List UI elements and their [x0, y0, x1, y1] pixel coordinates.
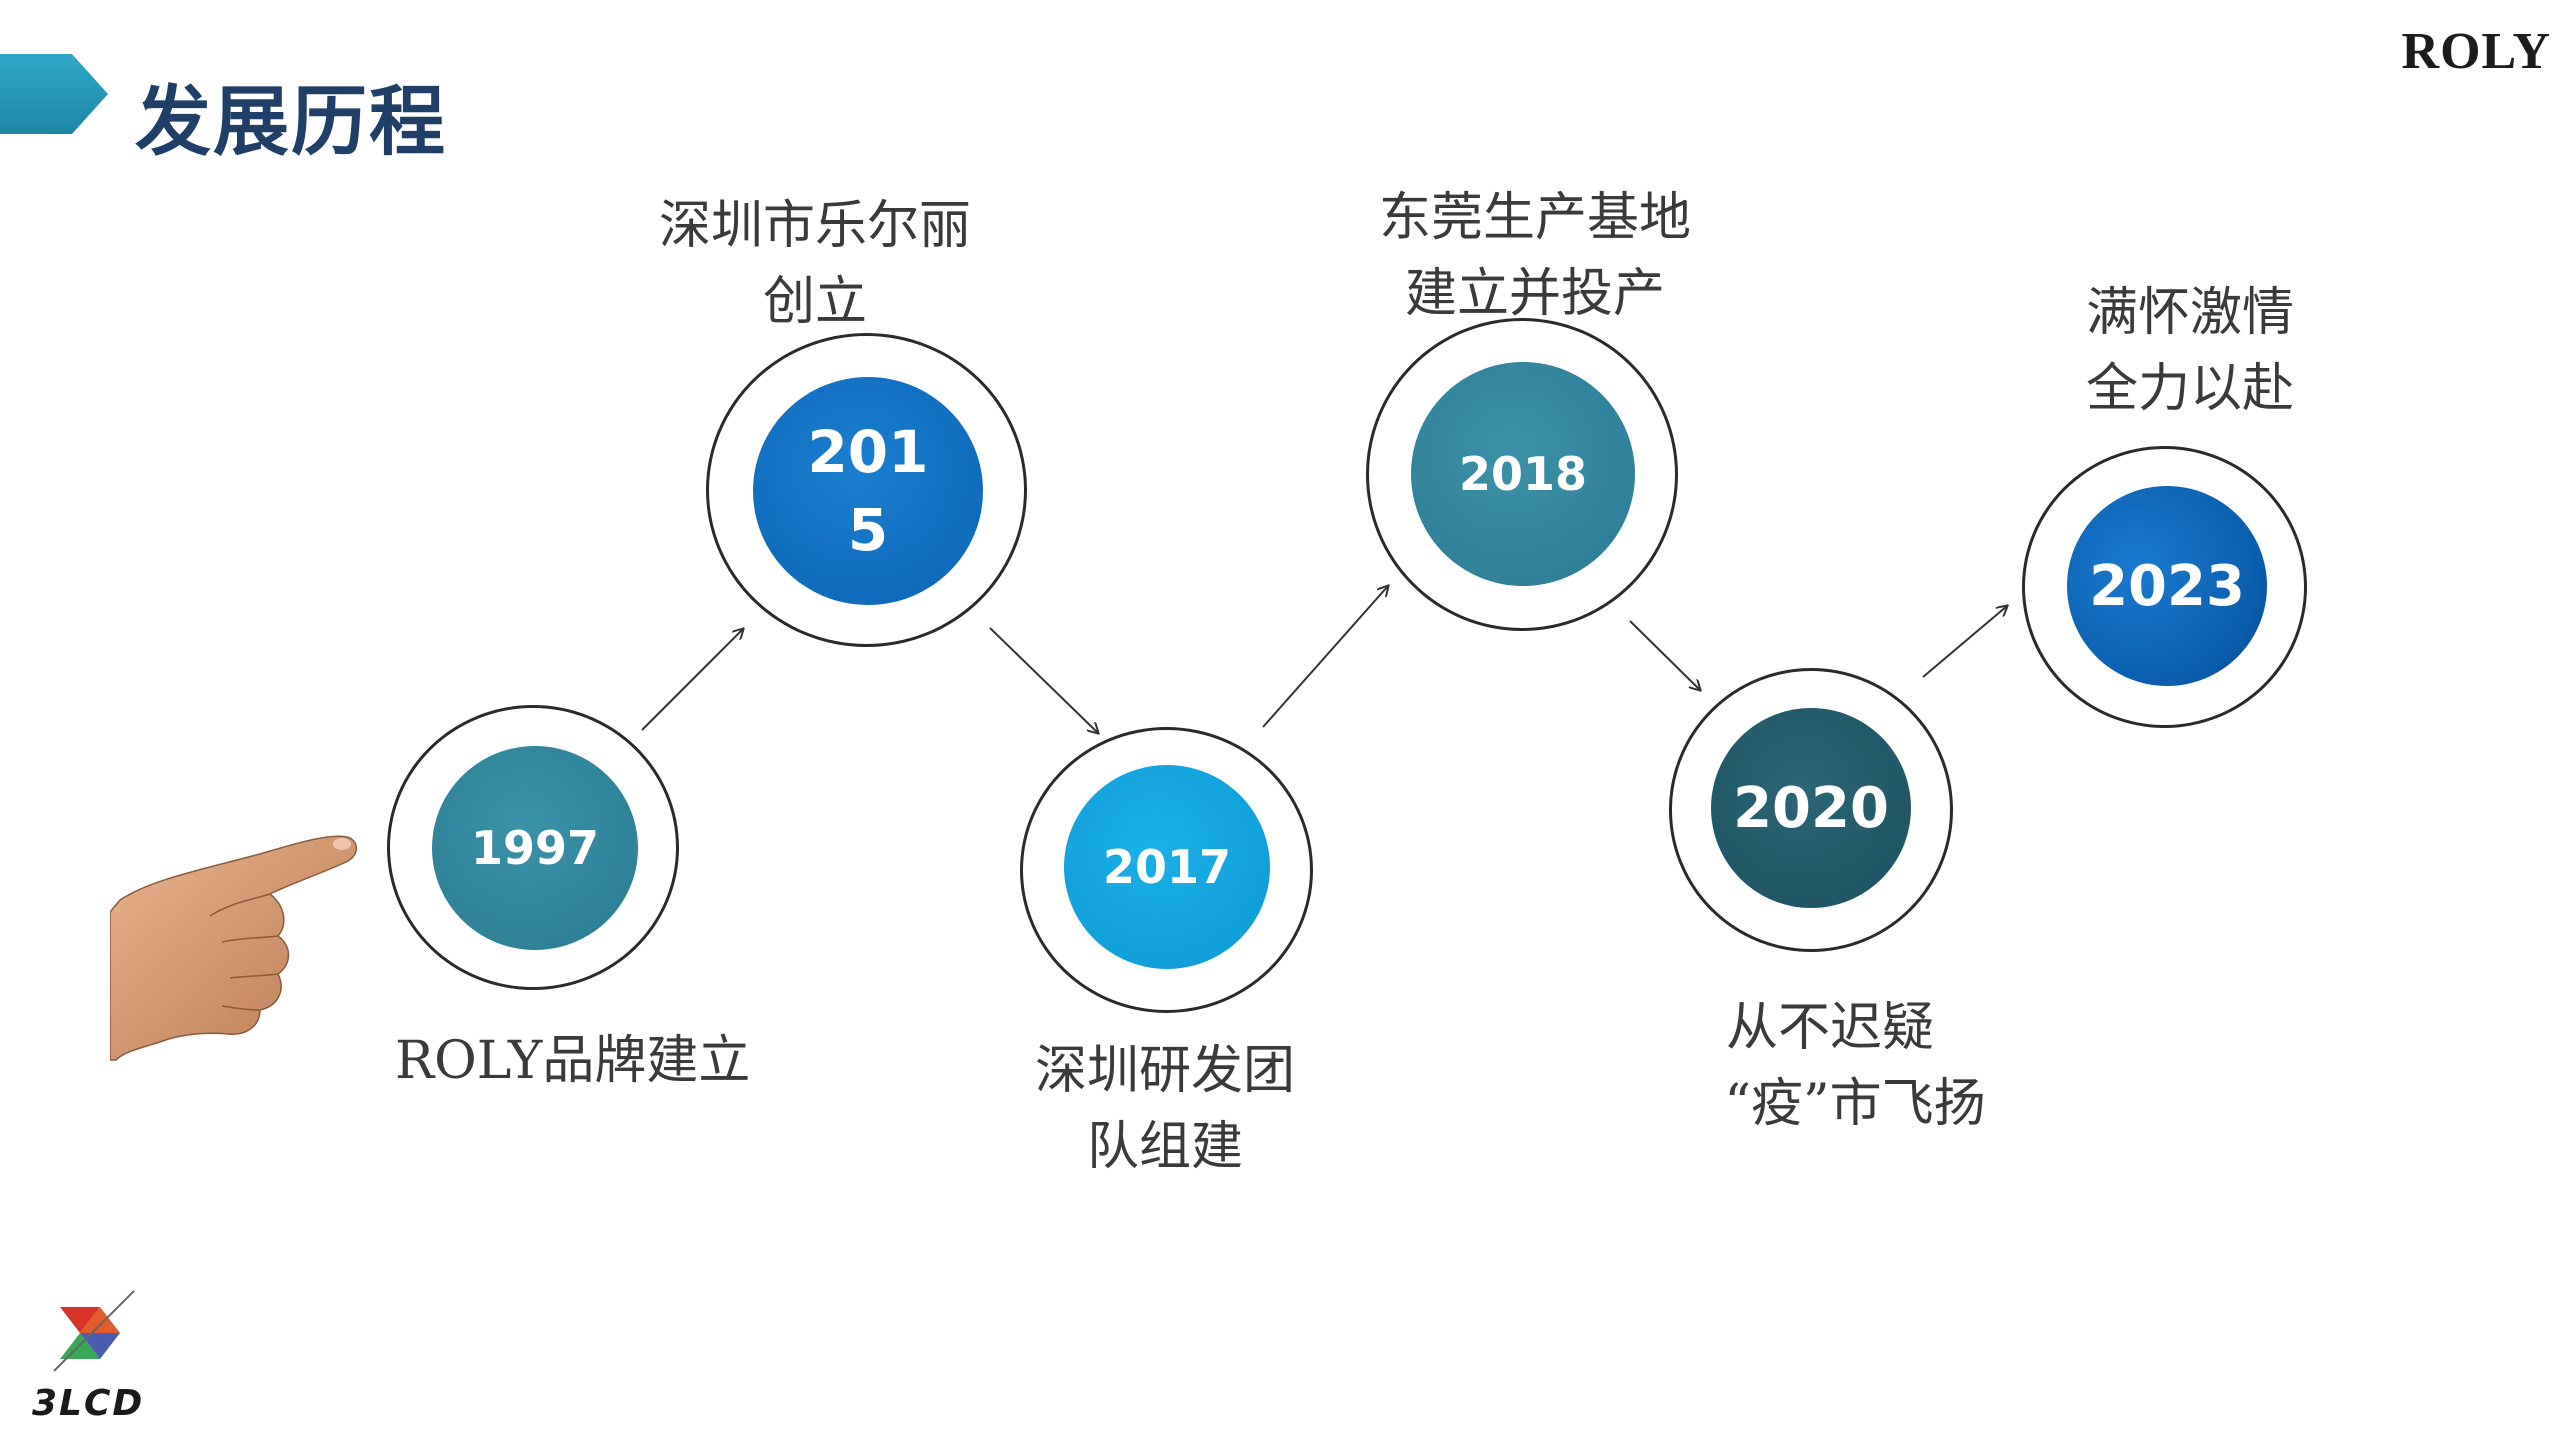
caption-2023: 满怀激情 全力以赴 [2085, 283, 2294, 419]
title-chevron-tab-icon [0, 54, 108, 134]
arrow-icon [1922, 606, 2007, 678]
year-badge: 2023 [2067, 486, 2267, 686]
caption-2017: 深圳研发团 队组建 [1034, 1041, 1295, 1177]
page-title: 发展历程 [135, 77, 447, 166]
arrow-icon [1629, 620, 1700, 690]
year-badge: 201 5 [753, 377, 983, 605]
year-badge: 2017 [1064, 765, 1270, 969]
caption-2020: 从不迟疑 “疫”市飞扬 [1724, 998, 1986, 1134]
pointing-hand-icon [110, 835, 358, 1061]
arrow-icon [989, 627, 1098, 733]
caption-1997: ROLY品牌建立 [395, 1031, 751, 1091]
arrow-icon [641, 629, 743, 731]
year-badge: 2020 [1711, 708, 1911, 908]
year-badge: 1997 [432, 746, 638, 950]
brand-logo: ROLY [2401, 23, 2551, 80]
year-badge: 2018 [1411, 362, 1635, 586]
caption-2018: 东莞生产基地 建立并投产 [1378, 188, 1691, 324]
3lcd-logo-text: 3LCD [32, 1383, 145, 1424]
caption-2015: 深圳市乐尔丽 创立 [658, 196, 971, 332]
arrow-icon [1262, 586, 1388, 728]
3lcd-logo-icon [53, 1290, 135, 1372]
